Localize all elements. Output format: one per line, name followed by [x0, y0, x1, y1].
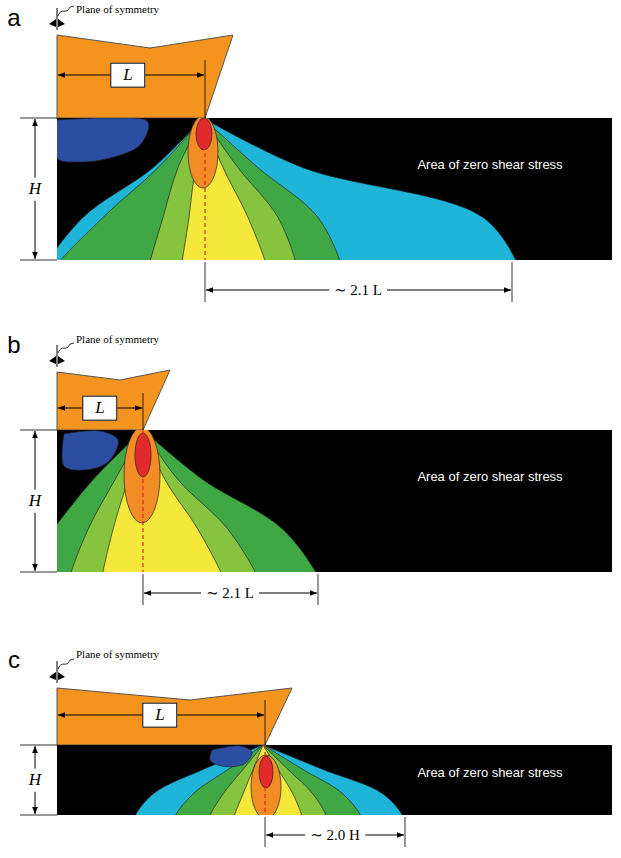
plane-label: Plane of symmetry	[76, 648, 159, 660]
panel-b	[12, 343, 612, 605]
symmetry-symbol	[49, 659, 74, 683]
dimension-label: ∼ 2.1 L	[329, 282, 387, 299]
centre-line	[264, 745, 265, 815]
dimension-label: L	[82, 396, 117, 421]
region-label: Area of zero shear stress	[417, 158, 562, 172]
centre-line	[204, 118, 205, 260]
extension-line	[20, 572, 57, 573]
contour-band	[100, 430, 226, 572]
extension-line	[512, 262, 513, 302]
plane-label: Plane of symmetry	[76, 333, 159, 345]
extension-line	[143, 393, 144, 430]
contour-band	[57, 430, 322, 572]
extension-line	[265, 817, 266, 847]
panel-a	[20, 6, 612, 302]
dimension-label: H	[27, 769, 43, 792]
contour-band	[57, 118, 521, 260]
extension-line	[20, 260, 57, 261]
panel-c	[20, 659, 612, 848]
contour-band	[57, 118, 149, 162]
dimension-label: ∼ 2.1 L	[201, 585, 259, 602]
dimension-label: ∼ 2.0 H	[305, 827, 365, 844]
dimension-label: H	[27, 178, 43, 201]
contour-band	[62, 431, 118, 471]
contour-band	[147, 118, 299, 260]
region-label: Area of zero shear stress	[417, 766, 562, 780]
indenter-shape	[57, 35, 233, 118]
extension-line	[205, 60, 206, 118]
centre-line	[142, 430, 143, 572]
contour-band	[251, 755, 281, 815]
contour-band	[210, 746, 252, 767]
contour-band	[57, 118, 344, 260]
symmetry-symbol	[49, 343, 74, 367]
stress-contours	[57, 118, 521, 260]
panel-letter: a	[7, 5, 20, 31]
indenter-shape	[57, 688, 292, 745]
dimension-label: L	[142, 703, 177, 728]
extension-line	[405, 817, 406, 847]
contour-band	[131, 745, 407, 815]
panel-letter: c	[8, 647, 20, 673]
contour-band	[171, 745, 365, 815]
contour-band	[188, 118, 218, 188]
stress-contours	[57, 430, 322, 572]
contour-band	[259, 756, 273, 788]
extension-line	[265, 700, 266, 745]
indenter-shape	[57, 370, 170, 430]
extension-line	[205, 262, 206, 302]
dimension-label: H	[27, 490, 43, 513]
plane-label: Plane of symmetry	[76, 3, 159, 15]
extension-line	[20, 745, 57, 746]
extension-line	[20, 118, 57, 119]
extension-line	[143, 574, 144, 605]
contour-band	[196, 118, 212, 150]
panel-letter: b	[7, 332, 20, 358]
extension-line	[20, 815, 57, 816]
contour-band	[124, 430, 160, 523]
extension-line	[318, 574, 319, 605]
contour-band	[206, 745, 330, 815]
stress-contours	[131, 745, 407, 815]
extension-line	[20, 430, 57, 431]
symmetry-symbol	[49, 6, 74, 30]
dimension-label: L	[110, 63, 145, 88]
region-label: Area of zero shear stress	[417, 470, 562, 484]
